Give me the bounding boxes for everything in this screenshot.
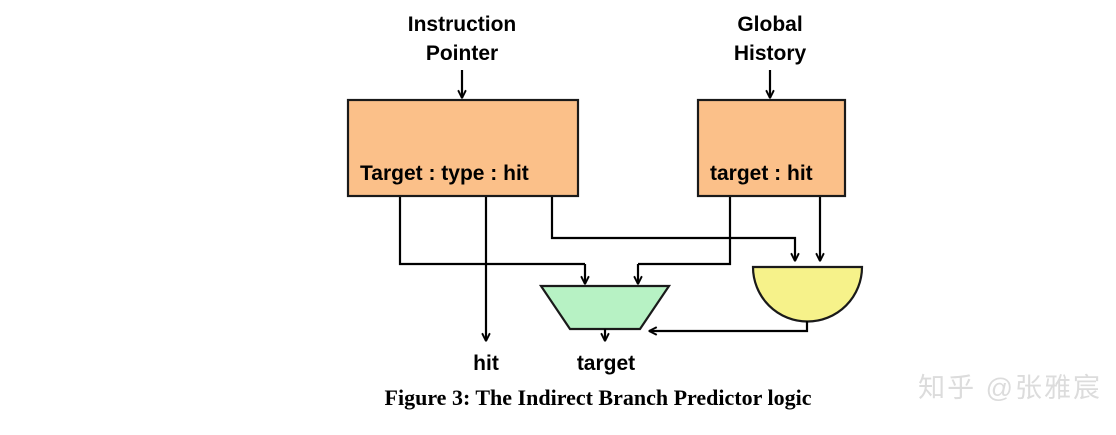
block-itp-label: target : hit [710,162,813,185]
block-btb-label: Target : type : hit [360,162,529,185]
figure-caption: Figure 3: The Indirect Branch Predictor … [385,385,812,410]
mux-shape[interactable] [538,284,672,331]
wire-itp-target-to-mux-in2 [638,196,732,266]
global-history-line1: Global [737,13,802,36]
and-gate-shape[interactable] [751,265,864,323]
wire-and-out-to-mux-select [649,321,809,331]
block-btb[interactable]: Target : type : hit [346,98,580,198]
instruction-pointer-line1: Instruction [408,13,517,36]
mux[interactable] [538,284,672,331]
input-label-instruction-pointer: Instruction Pointer [408,13,517,65]
global-history-line2: History [734,42,807,65]
output-label-hit: hit [473,352,499,375]
instruction-pointer-line2: Pointer [426,42,498,65]
output-label-target: target [577,352,635,375]
block-itp[interactable]: target : hit [696,98,847,198]
wire-btb-out1-to-mux-in1 [398,196,585,266]
zhihu-watermark: 知乎 @张雅宸 [918,373,1102,403]
and-gate[interactable] [751,265,864,323]
block-itp-rect[interactable] [696,98,847,198]
block-btb-rect[interactable] [346,98,580,198]
input-label-global-history: Global History [734,13,807,65]
wire-btb-hit-to-and-in1 [550,196,795,261]
